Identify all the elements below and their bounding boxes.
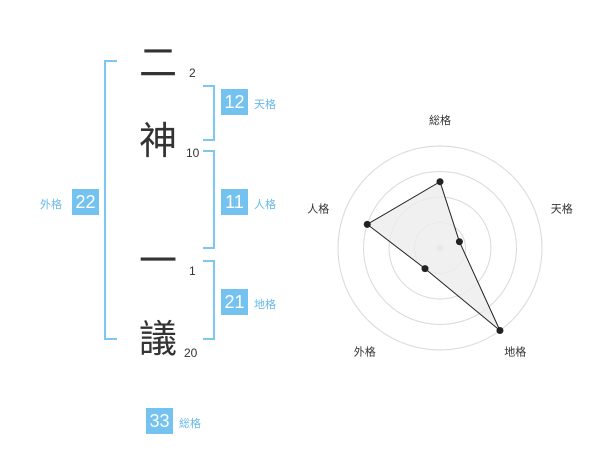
jinkaku-value: 11 [221,189,248,215]
jinkaku-bracket [203,150,215,249]
name-char-3: 一 [139,239,178,283]
radar-axis-label: 地格 [504,345,526,359]
stroke-count-2: 10 [186,146,200,160]
stroke-count-3: 1 [189,264,196,278]
stroke-count-4: 20 [184,346,198,360]
radar-point [455,238,463,246]
radar-point [421,265,429,273]
radar-polygon [366,180,501,331]
chikaku-value: 21 [221,289,248,315]
chikaku-label: 地格 [254,298,276,311]
radar-axis-label: 総格 [429,113,451,127]
tenkaku-bracket [203,85,215,141]
stroke-count-1: 2 [189,66,196,80]
radar-ring [337,145,543,351]
gaikaku-bracket [104,60,117,340]
soukaku-value: 33 [146,408,173,434]
name-char-2: 神 [139,119,178,163]
radar-axis-label: 外格 [354,345,376,359]
tenkaku-value: 12 [221,89,248,115]
name-char-4: 議 [139,317,178,361]
radar-axis-label: 人格 [307,201,329,215]
gaikaku-value: 22 [72,189,99,215]
jinkaku-label: 人格 [254,198,276,211]
radar-point [436,178,444,186]
radar-axis-label: 天格 [551,201,573,215]
gaikaku-label: 外格 [40,198,62,211]
radar-point [363,220,371,228]
radar-ring [363,171,517,325]
soukaku-label: 総格 [179,417,201,430]
tenkaku-label: 天格 [254,98,276,111]
chikaku-bracket [203,260,215,340]
name-char-1: 二 [139,41,178,85]
radar-point [496,327,504,335]
